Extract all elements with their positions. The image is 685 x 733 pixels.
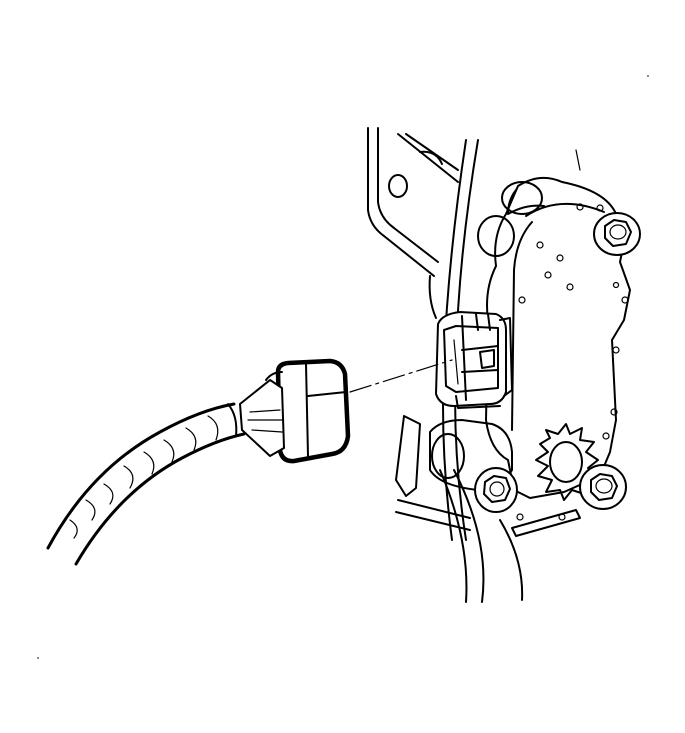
harness-connector — [239, 358, 351, 464]
mounting-bolt-upper — [593, 212, 641, 256]
connection-guide-line — [349, 359, 453, 393]
component-connector — [435, 311, 513, 409]
speck-mark — [37, 657, 39, 659]
speck-mark — [647, 75, 649, 77]
sensor-housing — [429, 176, 631, 521]
wiring-harness-conduit — [46, 402, 246, 566]
mounting-bracket — [367, 127, 581, 603]
mounting-bolt-lower-right — [579, 464, 627, 510]
bracket-hole-icon — [388, 174, 408, 198]
lever-shaft — [511, 423, 599, 537]
mounting-bolt-lower-left — [474, 467, 518, 513]
